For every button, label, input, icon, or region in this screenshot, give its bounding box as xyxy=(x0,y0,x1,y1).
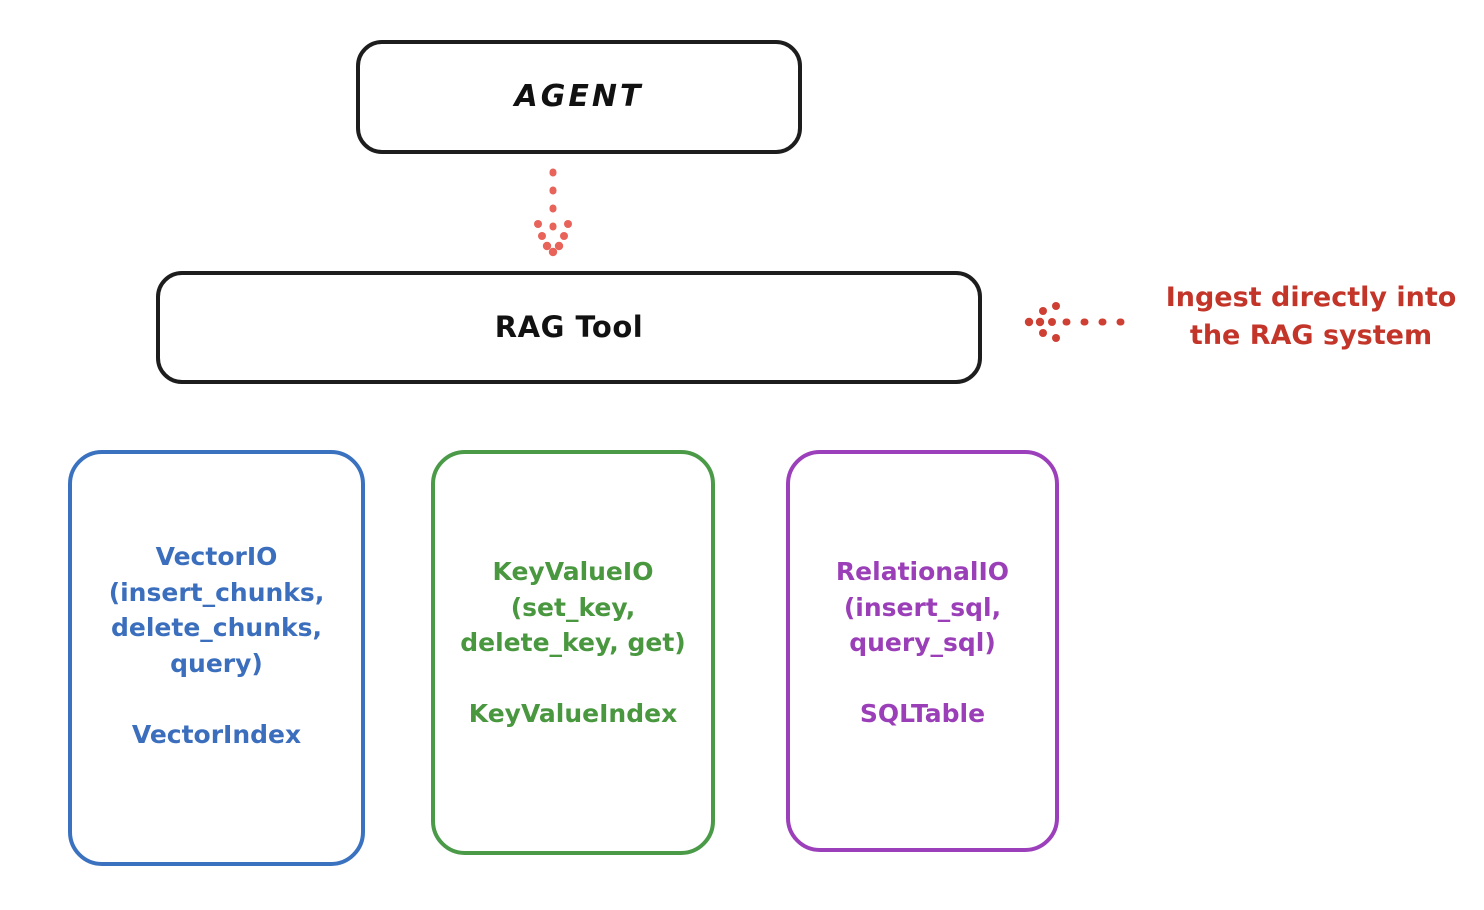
node-agent-label: AGENT xyxy=(514,78,644,114)
node-rag-tool[interactable]: RAG Tool xyxy=(156,271,982,384)
node-key-value-io-label: KeyValueIO (set_key, delete_key, get) Ke… xyxy=(460,557,686,728)
node-vector-io[interactable]: VectorIO (insert_chunks, delete_chunks, … xyxy=(68,450,365,866)
node-vector-io-label: VectorIO (insert_chunks, delete_chunks, … xyxy=(108,542,325,749)
node-rag-tool-label: RAG Tool xyxy=(494,310,644,345)
annotation-ingest-directly: Ingest directly into the RAG system xyxy=(1165,282,1457,352)
node-key-value-io[interactable]: KeyValueIO (set_key, delete_key, get) Ke… xyxy=(431,450,715,855)
connector-ingest-to-rag-tool xyxy=(1024,302,1136,342)
connector-agent-to-rag-tool xyxy=(534,168,572,257)
node-relational-io-label: RelationalIO (insert_sql, query_sql) SQL… xyxy=(835,557,1010,728)
node-relational-io[interactable]: RelationalIO (insert_sql, query_sql) SQL… xyxy=(786,450,1059,852)
node-agent[interactable]: AGENT xyxy=(356,40,802,154)
